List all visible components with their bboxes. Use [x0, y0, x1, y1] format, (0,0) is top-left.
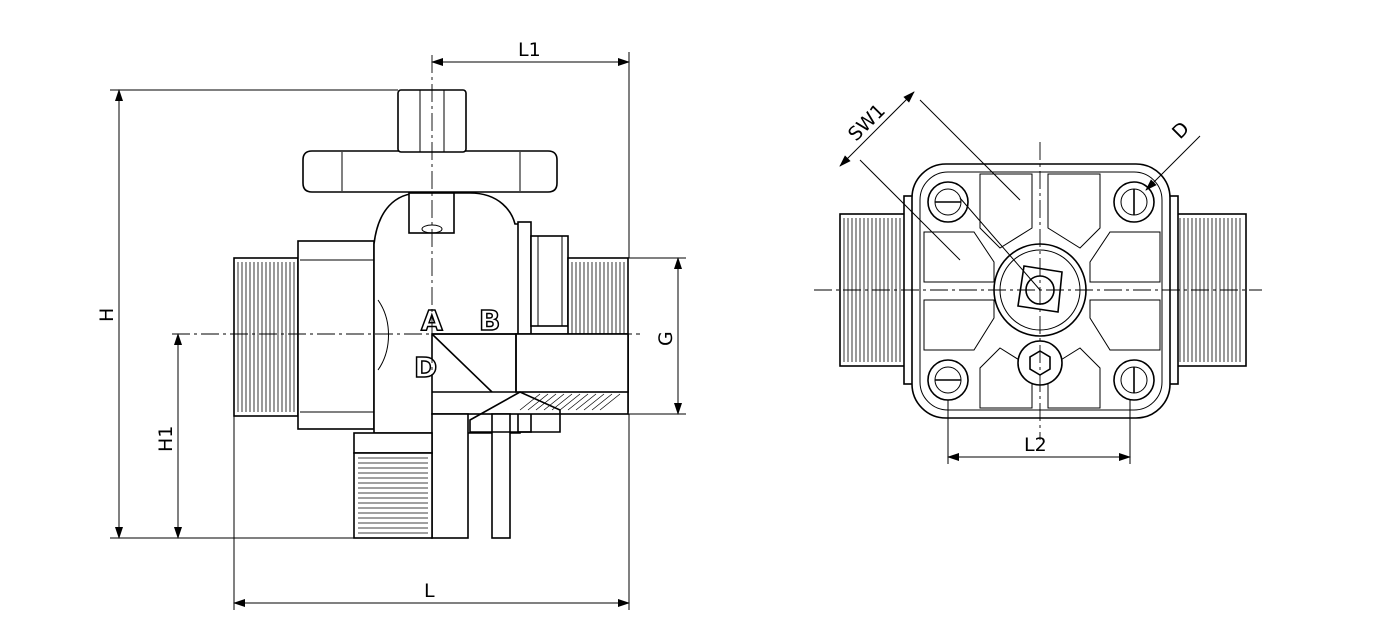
dimension-l1-label: L1: [518, 39, 541, 61]
section-cut: [431, 333, 629, 539]
dimension-l1: L1: [431, 39, 630, 258]
bolt-top-left: [927, 181, 969, 223]
bolt-top-right: [1113, 181, 1155, 223]
port-d-label: D: [414, 351, 437, 384]
hatch-line: [535, 393, 557, 411]
dimension-g-label: G: [655, 331, 677, 346]
dimension-l-label: L: [424, 580, 435, 602]
body-ribs: [923, 173, 1161, 409]
hatch-line: [527, 393, 549, 411]
side-view: A B D L1 H H1 G: [96, 39, 686, 610]
hatch-line: [519, 393, 541, 411]
dimension-d-label: D: [1168, 118, 1194, 144]
bolt-bottom-left: [927, 359, 969, 401]
handle: [302, 150, 558, 193]
dimension-g: G: [628, 257, 686, 415]
hatch-line: [575, 393, 597, 411]
hatch-line: [567, 393, 589, 411]
dimension-l: L: [233, 414, 630, 610]
left-thread: [233, 257, 299, 417]
bottom-thread: [353, 432, 433, 539]
stem-collar: [408, 192, 455, 234]
left-body-ring: [297, 240, 375, 430]
hatch-line: [583, 393, 605, 411]
dimension-l2: L2: [947, 400, 1131, 464]
dimension-h: H: [96, 89, 432, 539]
hatch-line: [591, 393, 613, 411]
port-b-label: B: [479, 304, 500, 337]
top-view: SW1 D L2: [814, 91, 1262, 464]
bolt-bottom-right: [1113, 359, 1155, 401]
hatch-line: [599, 393, 621, 411]
dimension-h1-label: H1: [155, 426, 177, 452]
dimension-l2-label: L2: [1024, 434, 1047, 456]
dimension-h1: H1: [155, 333, 182, 539]
hatch-line: [559, 393, 581, 411]
hatch-line: [543, 393, 565, 411]
dimension-h-label: H: [96, 308, 118, 322]
